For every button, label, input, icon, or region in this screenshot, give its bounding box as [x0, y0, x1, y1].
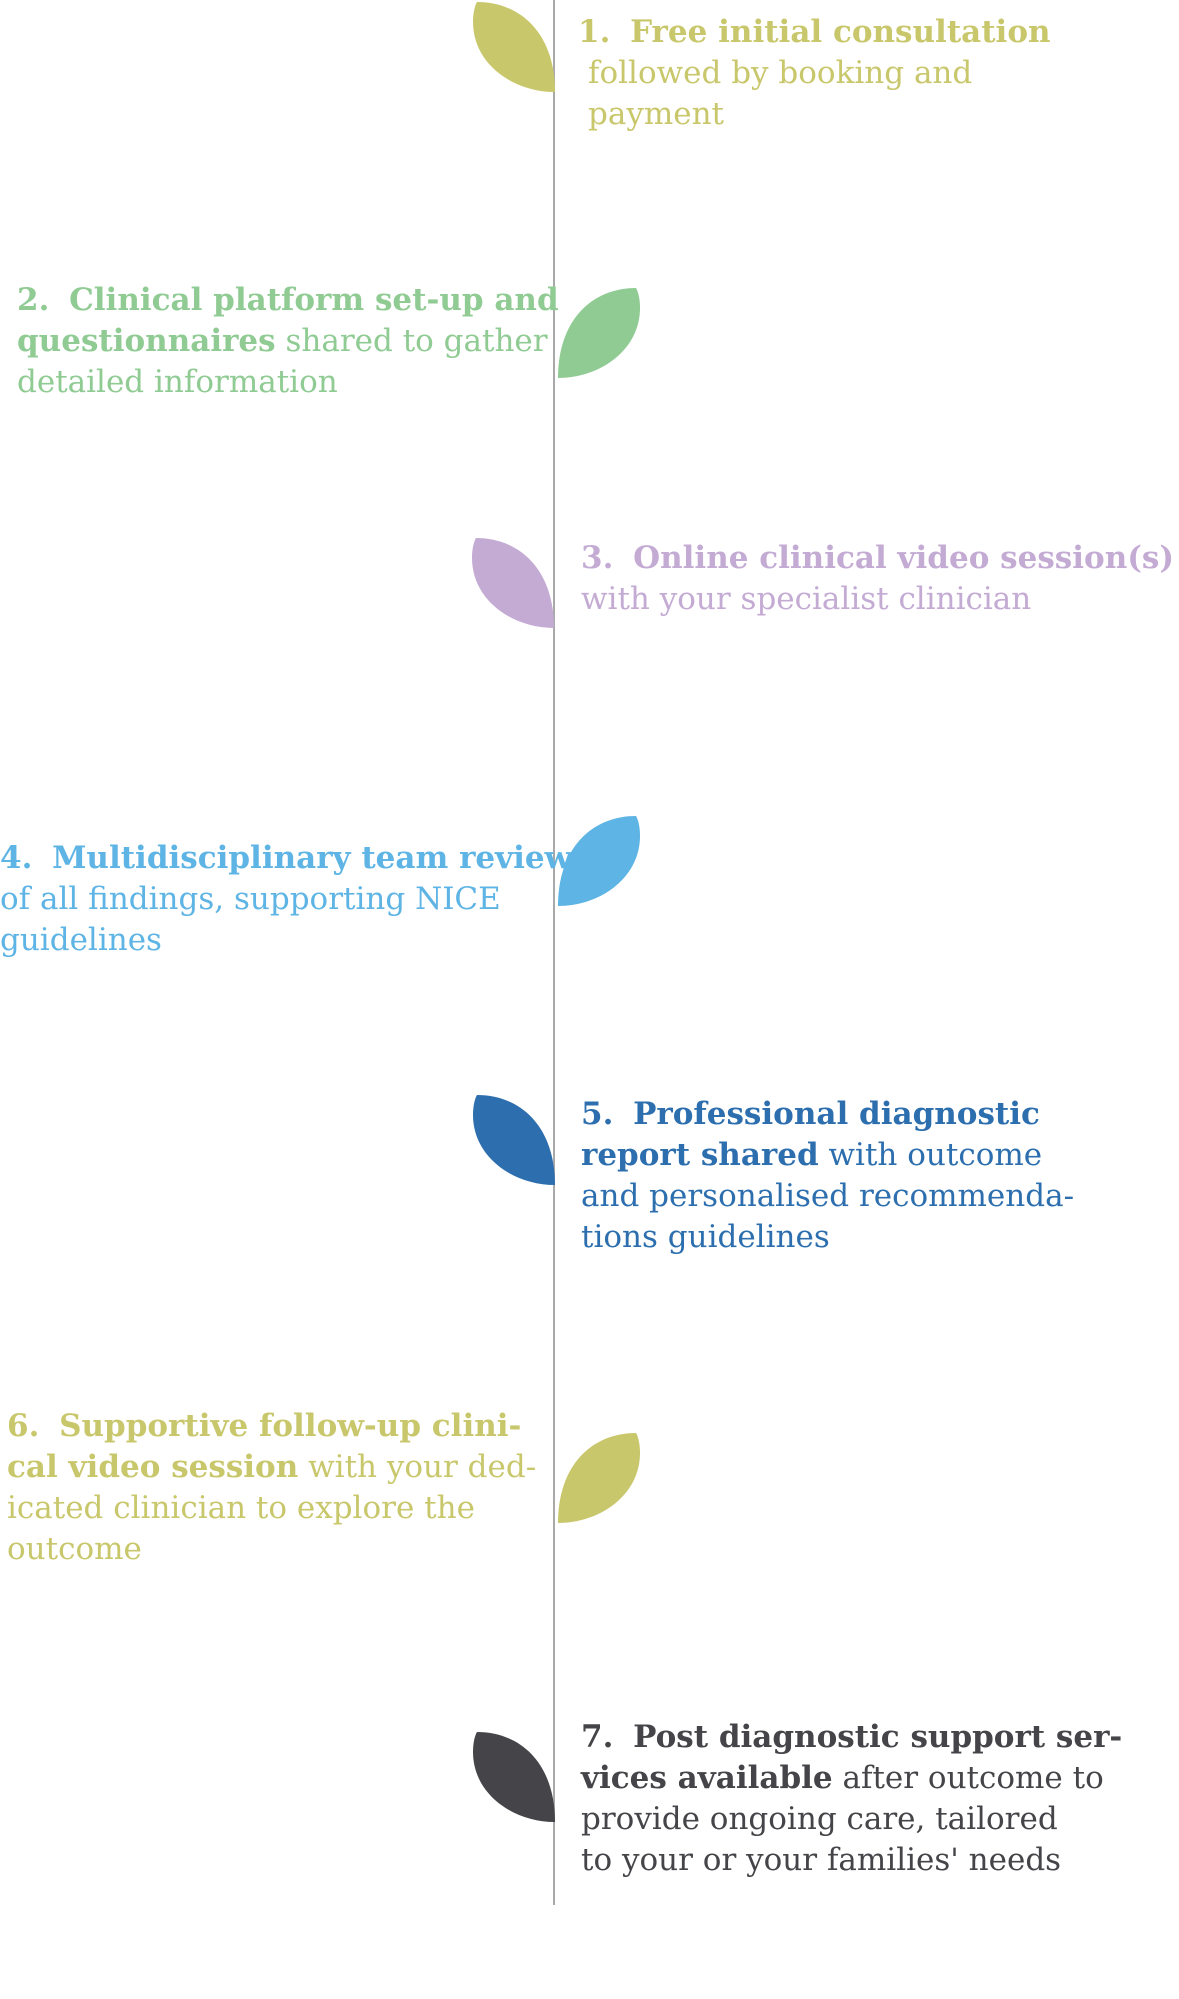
- step-description: detailed information: [17, 364, 338, 400]
- step-4-text: 4. Multidisciplinary team review of all …: [0, 838, 571, 961]
- step-description: to your or your families' needs: [581, 1842, 1062, 1878]
- step-1-text: 1. Free initial consultation followed by…: [578, 12, 1051, 135]
- step-description: of all findings, supporting NICE: [0, 881, 501, 917]
- step-number: 4.: [0, 840, 33, 876]
- step-number: 2.: [17, 282, 50, 318]
- step-number: 6.: [7, 1408, 40, 1444]
- step-5-leaf: [469, 1093, 559, 1193]
- step-title: Multidisciplinary team review: [52, 840, 572, 876]
- step-title: Post diagnostic support ser-: [633, 1719, 1123, 1755]
- step-number: 3.: [581, 540, 614, 576]
- step-description: icated clinician to explore the: [7, 1490, 475, 1526]
- step-6-leaf: [554, 1431, 644, 1531]
- step-title: cal video session: [7, 1449, 299, 1485]
- step-7-leaf: [469, 1730, 559, 1830]
- step-description: provide ongoing care, tailored: [581, 1801, 1058, 1837]
- step-2-leaf: [554, 286, 644, 386]
- step-title: vices available: [581, 1760, 833, 1796]
- step-title: Professional diagnostic: [633, 1096, 1040, 1132]
- step-description: with your specialist clinician: [581, 581, 1032, 617]
- step-description: guidelines: [0, 922, 162, 958]
- step-description: tions guidelines: [581, 1219, 830, 1255]
- step-number: 5.: [581, 1096, 614, 1132]
- step-number: 7.: [581, 1719, 614, 1755]
- step-number: 1.: [578, 14, 611, 50]
- step-description: after outcome to: [832, 1760, 1104, 1796]
- timeline-line: [553, 0, 555, 1905]
- step-title: Online clinical video session(s): [633, 540, 1175, 576]
- step-title: Supportive follow-up clini-: [59, 1408, 522, 1444]
- step-6-text: 6. Supportive follow-up clini- cal video…: [7, 1406, 536, 1570]
- step-5-text: 5. Professional diagnostic report shared…: [581, 1094, 1074, 1258]
- step-3-leaf: [468, 536, 558, 636]
- step-3-text: 3. Online clinical video session(s) with…: [581, 538, 1174, 620]
- step-7-text: 7. Post diagnostic support ser- vices av…: [581, 1717, 1122, 1881]
- step-title: Clinical platform set-up and: [69, 282, 559, 318]
- step-description: and personalised recommenda-: [581, 1178, 1075, 1214]
- step-description: payment: [588, 96, 725, 132]
- step-description: followed by booking and: [588, 55, 973, 91]
- step-description: with outcome: [818, 1137, 1043, 1173]
- step-4-leaf: [554, 814, 644, 914]
- step-2-text: 2. Clinical platform set-up and question…: [17, 280, 559, 403]
- step-title: report shared: [581, 1137, 819, 1173]
- step-title: questionnaires: [17, 323, 276, 359]
- step-description: with your ded-: [298, 1449, 537, 1485]
- step-1-leaf: [469, 0, 559, 100]
- step-description: shared to gather: [275, 323, 548, 359]
- step-title: Free initial consultation: [630, 14, 1051, 50]
- step-description: outcome: [7, 1531, 142, 1567]
